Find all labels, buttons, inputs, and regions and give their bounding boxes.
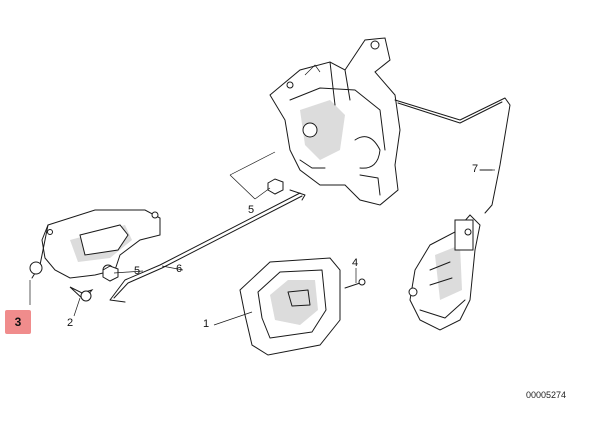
screw-2 [69,286,94,302]
door-lock-mechanism [269,37,401,206]
rod-6 [109,189,306,303]
part-number-4[interactable]: 4 [352,257,359,269]
part-number-6[interactable]: 6 [176,263,183,275]
part-number-7[interactable]: 7 [472,163,479,175]
part-number-2[interactable]: 2 [67,317,74,329]
diagram-reference-code: 00005274 [525,390,566,400]
leader-lines [29,151,495,326]
nut-5-upper [267,178,284,195]
handle-cover [239,257,341,356]
screw-4 [344,278,366,289]
rod-7 [394,97,511,214]
part-number-3-selected[interactable]: 3 [5,310,31,334]
part-number-1[interactable]: 1 [203,318,210,330]
part-number-5-upper[interactable]: 5 [248,204,255,216]
lock-actuator [408,214,481,331]
part-number-5-lower[interactable]: 5 [134,265,141,277]
inner-handle-bracket [29,209,161,279]
nut-5-lower [102,265,119,282]
